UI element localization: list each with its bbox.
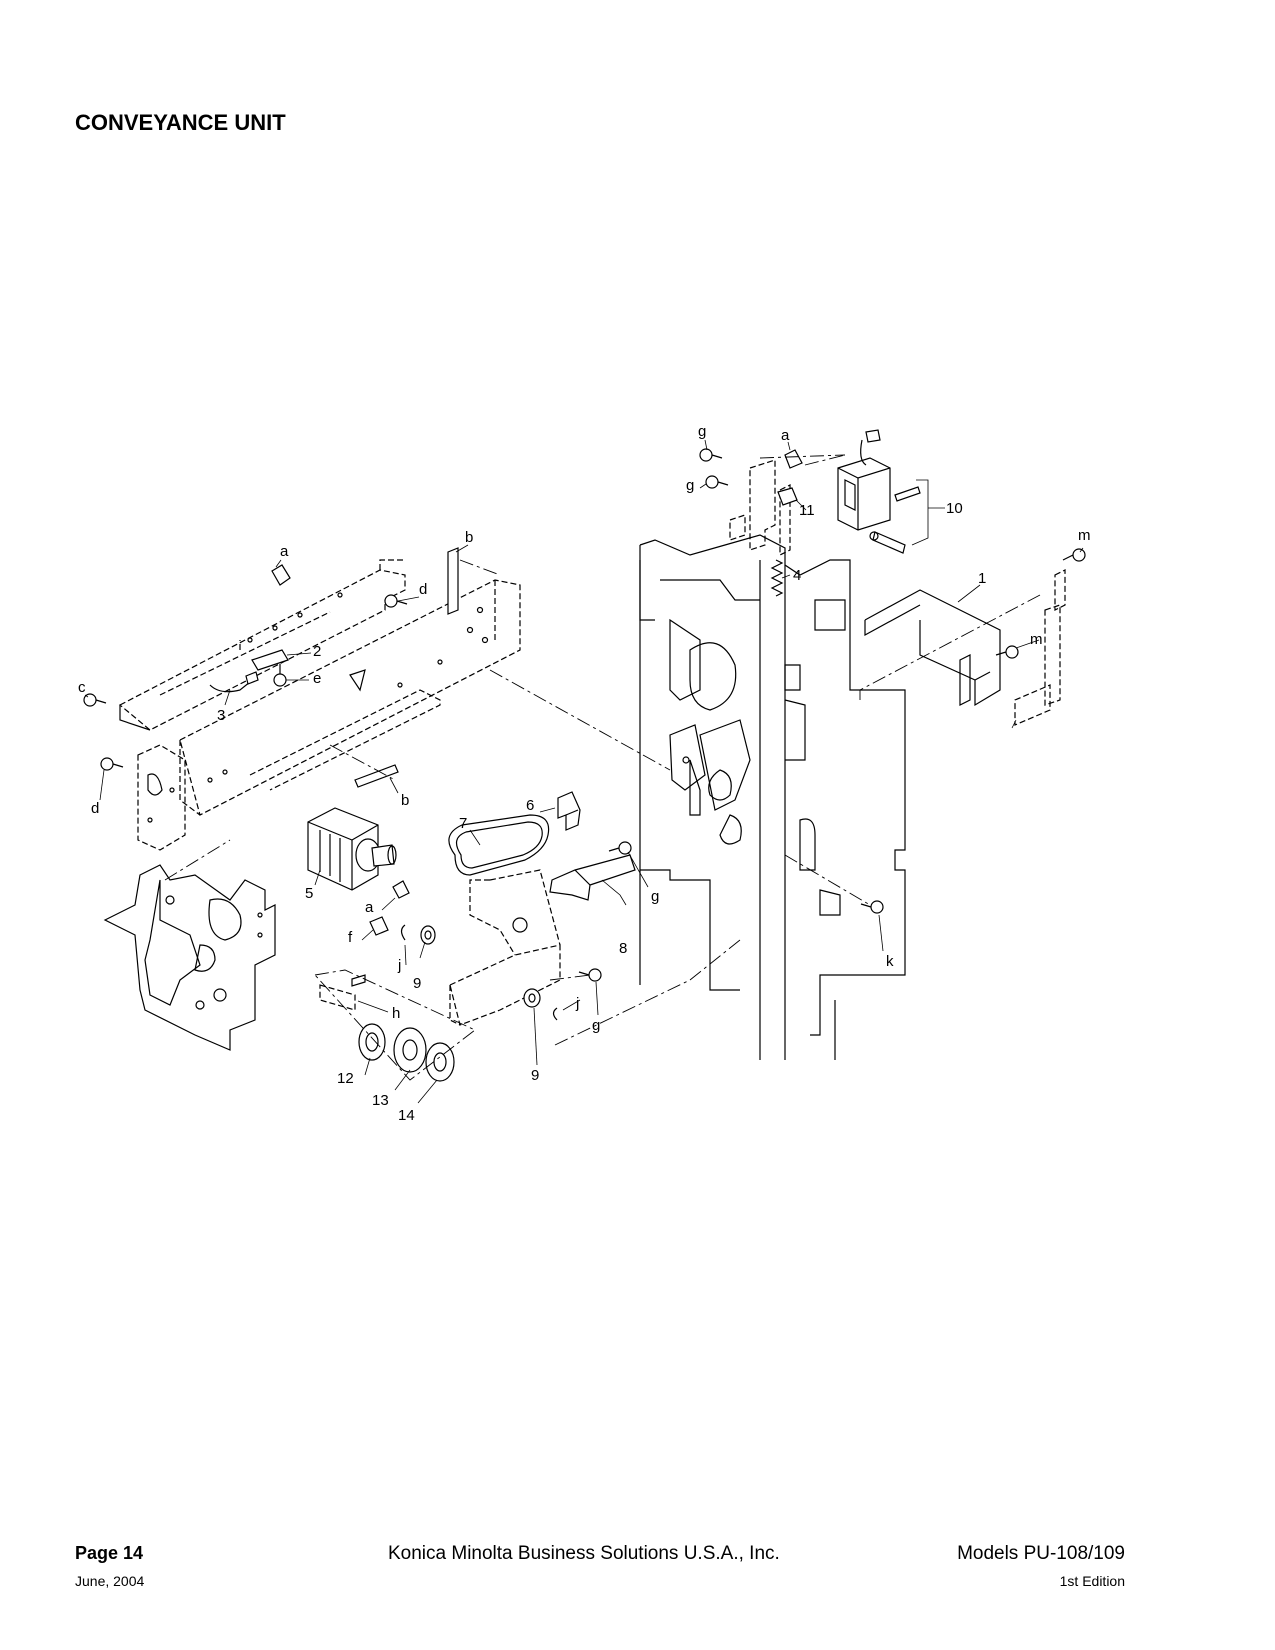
screw-m-2 [995, 645, 1019, 659]
callout-f: f [348, 929, 353, 946]
assembly-centerlines [164, 559, 1041, 1046]
drive-bracket [449, 869, 561, 1026]
harness-3 [209, 671, 259, 693]
callout-7: 7 [459, 815, 467, 832]
callout-13: 13 [372, 1092, 389, 1109]
callout-11: 11 [799, 502, 815, 519]
clip-a-mid [392, 880, 410, 899]
callout-a: a [280, 543, 289, 560]
screws [83, 448, 1086, 982]
publication-date: June, 2004 [75, 1573, 145, 1589]
callout-d: d [419, 581, 427, 598]
callout-b: b [401, 792, 409, 809]
callout-10: 10 [946, 500, 963, 517]
main-frame-plate [639, 534, 906, 1060]
callout-6: 6 [526, 797, 534, 814]
callout-9: 9 [531, 1067, 539, 1084]
callout-g: g [651, 888, 659, 905]
page-title: CONVEYANCE UNIT [75, 110, 286, 135]
strip-b-low [354, 764, 399, 788]
screw-c [83, 693, 107, 707]
callout-b: b [465, 529, 473, 546]
upper-bracket [729, 449, 846, 556]
callout-h: h [392, 1005, 400, 1022]
callout-j: j [575, 995, 579, 1012]
screw-g-low [578, 968, 602, 982]
callout-1: 1 [978, 570, 986, 587]
callout-a: a [781, 427, 790, 444]
callout-j: j [397, 957, 401, 974]
callout-k: k [886, 953, 894, 970]
screw-m-1 [1062, 548, 1086, 562]
spring-part-4 [770, 559, 784, 597]
callout-m: m [1078, 527, 1091, 544]
callout-12: 12 [337, 1070, 354, 1087]
sensor-plate [669, 724, 706, 791]
right-mount-strip [1011, 569, 1066, 729]
gear-assembly [314, 924, 558, 1082]
callout-3: 3 [217, 707, 225, 724]
leader-lines [84, 439, 1084, 1104]
callout-g: g [686, 477, 694, 494]
callout-labels: g a g 11 10 m 4 1 m a b d 2 e c 3 d b 6 … [78, 423, 1091, 1124]
callout-g: g [592, 1017, 600, 1034]
strip-b-top [447, 547, 459, 615]
callout-d: d [91, 800, 99, 817]
page-number: Page 14 [75, 1543, 144, 1563]
left-side-plate [137, 744, 186, 851]
lower-left-frame-plate [103, 864, 276, 1051]
company-name: Konica Minolta Business Solutions U.S.A.… [388, 1543, 780, 1564]
clip-a-left [271, 564, 291, 586]
callout-8: 8 [619, 940, 627, 957]
screw-d-1 [384, 594, 408, 608]
callout-14: 14 [398, 1107, 415, 1124]
sensor-part-6 [557, 791, 581, 831]
callout-2: 2 [313, 643, 321, 660]
callout-c: c [78, 679, 86, 696]
belt-part-7 [448, 814, 550, 876]
callout-m: m [1030, 631, 1043, 648]
screw-g-mid [608, 841, 632, 855]
bracket-part-1 [864, 589, 1001, 707]
callout-5: 5 [305, 885, 313, 902]
callout-9: 9 [413, 975, 421, 992]
edition-label: 1st Edition [1059, 1573, 1125, 1589]
screw-d-2 [100, 757, 124, 771]
screw-g-top-2 [705, 475, 729, 489]
motor-part-5 [307, 807, 397, 891]
screw-g-top-1 [699, 448, 723, 462]
left-upper-frame [118, 559, 406, 731]
model-numbers: Models PU-108/109 [957, 1543, 1125, 1564]
callout-g: g [698, 423, 706, 440]
bracket-part-8 [549, 854, 636, 901]
screw-e [273, 664, 287, 687]
main-rail-frame [179, 579, 521, 816]
clip-f [369, 916, 389, 936]
callout-4: 4 [793, 567, 801, 584]
sensor-2 [251, 649, 289, 671]
callout-a: a [365, 899, 374, 916]
solenoid-part-10 [837, 429, 945, 554]
callout-e: e [313, 670, 321, 687]
screw-k [860, 900, 884, 914]
